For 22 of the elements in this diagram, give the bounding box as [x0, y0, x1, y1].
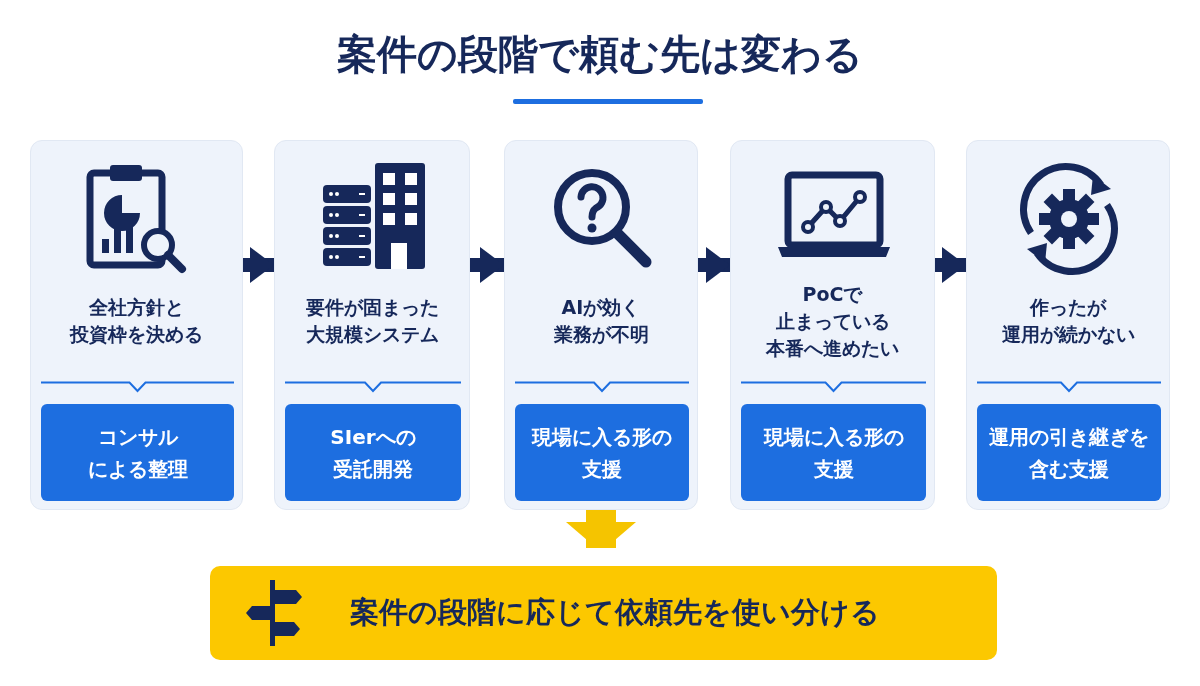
- stage-card: [274, 140, 470, 510]
- title: 案件の段階で頼む先は変わる: [336, 30, 864, 79]
- arrow: [935, 247, 966, 283]
- situation-text: AIが効く業務が不明: [552, 295, 650, 347]
- solution-box: コンサルによる整理: [41, 404, 234, 501]
- situation-text: 要件が固まった大規模システム: [304, 295, 440, 347]
- stage-card: [504, 140, 698, 510]
- arrow: [470, 247, 504, 283]
- situation-text: PoCで止まっている本番へ進めたい: [764, 281, 900, 361]
- arrow: [698, 247, 730, 283]
- summary-text: 案件の段階に応じて依頼先を使い分ける: [350, 594, 880, 631]
- solution-box: SIerへの受託開発: [285, 404, 461, 501]
- arrow: [243, 247, 274, 283]
- solution-box: 運用の引き継ぎを含む支援: [977, 404, 1161, 501]
- situation-text: 全社方針と投資枠を決める: [68, 295, 204, 347]
- stage-card: [30, 140, 243, 510]
- solution-box: 現場に入る形の支援: [741, 404, 926, 501]
- solution-box: 現場に入る形の支援: [515, 404, 689, 501]
- summary-banner: [210, 566, 997, 660]
- stage-card: [966, 140, 1170, 510]
- situation-text: 作ったが運用が続かない: [1000, 295, 1136, 347]
- stage-card: [730, 140, 935, 510]
